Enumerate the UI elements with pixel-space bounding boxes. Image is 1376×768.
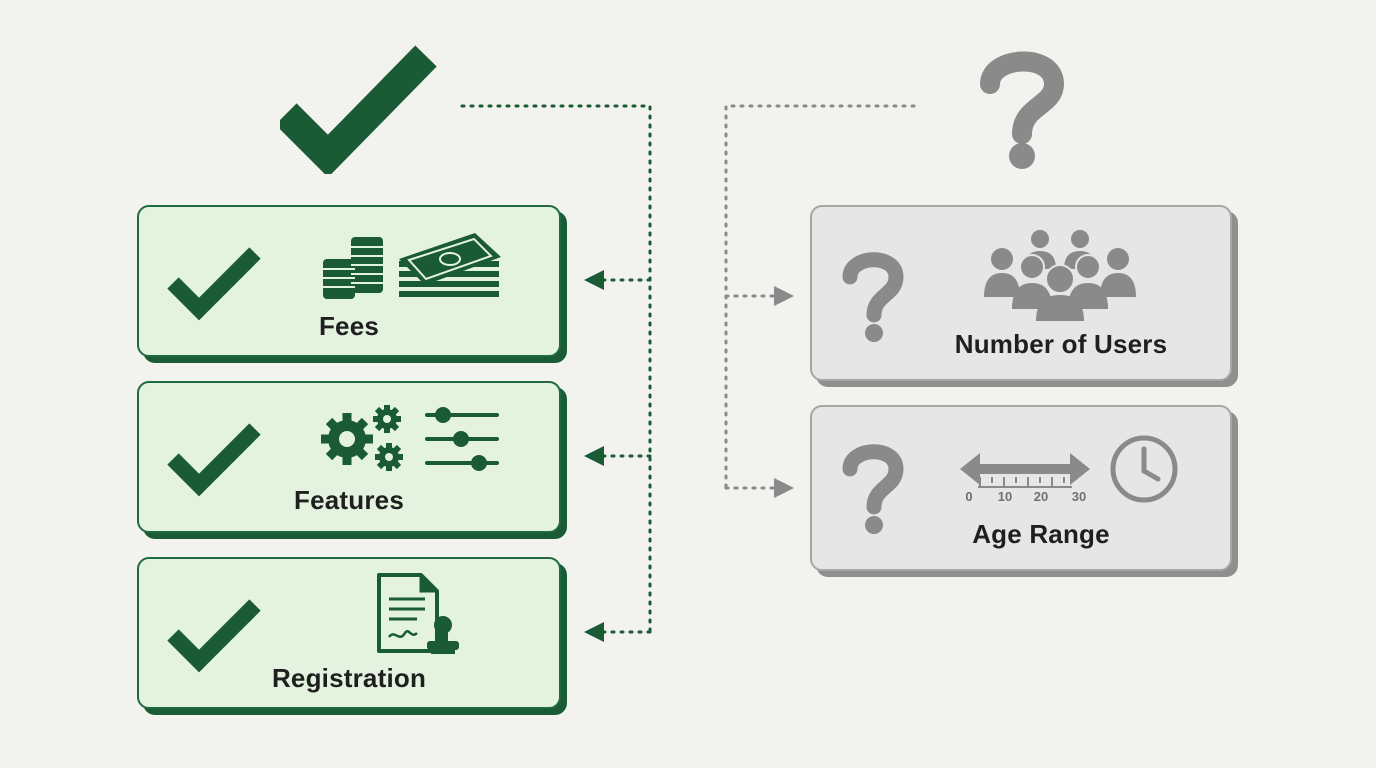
sliders-icon [425,407,499,471]
double-arrow-range-icon [960,453,1090,488]
unknown-arrowheads [774,286,794,498]
unknown-connector [724,104,916,490]
scale-tick-label: 20 [1033,489,1049,504]
scale-tick-label: 0 [965,489,973,504]
verified-card-registration: Registration [137,557,561,709]
card-label: Fees [318,311,380,341]
clock-icon [1110,435,1178,503]
gears-icon [321,405,403,471]
check-icon [167,599,261,673]
card-label: Registration [271,663,427,693]
users-group-icon [984,230,1136,321]
scale-tick-label: 10 [997,489,1013,504]
verified-card-features: Features [137,381,561,533]
card-label: Age Range [972,519,1110,549]
scale-tick-label: 30 [1071,489,1087,504]
certificate-document-icon [377,573,459,654]
card-label: Features [294,485,404,515]
unknown-card-age-range: 0 10 20 30 Age Range [810,405,1232,571]
verified-arrowheads [584,270,604,642]
verified-card-fees: Fees [137,205,561,357]
coin-stack-icon [323,237,383,299]
unknown-header-question-icon [980,51,1065,169]
verified-connector [460,104,652,634]
unknown-card-number-of-users: Number of Users [810,205,1232,381]
card-label: Number of Users [954,329,1168,359]
question-icon [842,252,904,342]
question-icon [842,444,904,534]
check-icon [167,423,261,497]
check-icon [167,247,261,321]
cash-stack-icon [399,233,501,297]
verified-header-check-icon [280,45,437,174]
